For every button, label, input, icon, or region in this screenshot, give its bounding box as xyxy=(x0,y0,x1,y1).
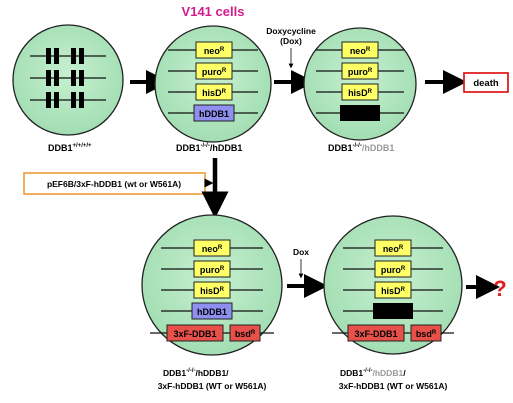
ddb1-allele-group xyxy=(46,48,84,108)
svg-text:3xF-DDB1: 3xF-DDB1 xyxy=(354,329,397,339)
svg-text:hisDR: hisDR xyxy=(381,286,406,296)
doxycycline-label: Doxycycline xyxy=(266,26,316,36)
flag-ddb1-gene-box: 3xF-DDB1 xyxy=(166,324,224,342)
his-gene-box: hisDR xyxy=(341,83,379,101)
bsd-gene-box: bsdR xyxy=(410,324,442,342)
svg-text:hisDR: hisDR xyxy=(202,88,227,98)
neo-gene-box: neoR xyxy=(341,41,379,59)
rescue-label-line2: 3xF-hDDB1 (WT or W561A) xyxy=(158,381,267,391)
his-gene-box: hisDR xyxy=(193,281,231,299)
dox-abbrev-label: (Dox) xyxy=(280,36,302,46)
deleted-hddb1-box xyxy=(340,105,380,121)
his-gene-box: hisDR xyxy=(195,83,233,101)
death-outcome-box: death xyxy=(463,72,509,93)
puro-gene-box: puroR xyxy=(341,62,379,80)
svg-text:puroR: puroR xyxy=(348,67,373,77)
neo-gene-box: neoR xyxy=(195,41,233,59)
rescue-dox-label-line2: 3xF-hDDB1 (WT or W561A) xyxy=(339,381,448,391)
puro-gene-box: puroR xyxy=(195,62,233,80)
wild-type-cell xyxy=(12,24,124,136)
svg-text:hDDB1: hDDB1 xyxy=(199,109,229,119)
svg-text:3xF-DDB1: 3xF-DDB1 xyxy=(173,329,216,339)
bsd-gene-box: bsdR xyxy=(229,324,261,342)
svg-text:pEF6B/3xF-hDDB1 (wt or W561A): pEF6B/3xF-hDDB1 (wt or W561A) xyxy=(47,179,181,189)
neo-gene-box: neoR xyxy=(374,239,412,257)
svg-text:hisDR: hisDR xyxy=(200,286,225,296)
svg-text:bsdR: bsdR xyxy=(416,329,437,339)
svg-text:puroR: puroR xyxy=(381,265,406,275)
svg-text:neoR: neoR xyxy=(350,46,371,56)
rescue-dox-cell: neoR puroR hisDR 3xF-DDB1 bsdR xyxy=(323,215,463,355)
svg-text:neoR: neoR xyxy=(202,244,223,254)
his-gene-box: hisDR xyxy=(374,281,412,299)
rescue-label-line1: DDB1-/-/-/hDDB1/ xyxy=(163,368,229,378)
svg-text:bsdR: bsdR xyxy=(235,329,256,339)
rescue-dox-label-line1: DDB1-/-/-/hDDB1/ xyxy=(340,368,406,378)
dox-treated-cell: neoR puroR hisDR xyxy=(303,27,417,141)
unknown-outcome-mark: ? xyxy=(493,276,506,301)
hddb1-gene-box: hDDB1 xyxy=(191,302,233,320)
hddb1-gene-box: hDDB1 xyxy=(193,104,235,122)
flag-ddb1-gene-box: 3xF-DDB1 xyxy=(347,324,405,342)
puro-gene-box: puroR xyxy=(193,260,231,278)
rescue-cell: neoR puroR hisDR hDDB1 3xF-DDB1 bsdR xyxy=(141,214,283,356)
svg-text:neoR: neoR xyxy=(204,46,225,56)
dox-label-bottom: Dox xyxy=(293,247,309,257)
svg-text:hisDR: hisDR xyxy=(348,88,373,98)
v141-cells-title: V141 cells xyxy=(182,4,245,19)
dox-treated-label: DDB1-/-/-/hDDB1 xyxy=(328,143,394,153)
svg-text:puroR: puroR xyxy=(200,265,225,275)
svg-text:death: death xyxy=(473,78,499,89)
svg-text:hDDB1: hDDB1 xyxy=(197,307,227,317)
puro-gene-box: puroR xyxy=(374,260,412,278)
svg-text:neoR: neoR xyxy=(383,244,404,254)
wild-type-label: DDB1+/+/+/+ xyxy=(48,143,92,153)
neo-gene-box: neoR xyxy=(193,239,231,257)
svg-text:puroR: puroR xyxy=(202,67,227,77)
v141-cell: neoR puroR hisDR hDDB1 xyxy=(154,25,272,143)
deleted-hddb1-box xyxy=(373,303,413,319)
chromosome-group xyxy=(30,55,106,101)
v141-label: DDB1-/-/-/hDDB1 xyxy=(176,143,242,153)
transfection-construct-box: pEF6B/3xF-hDDB1 (wt or W561A) xyxy=(23,172,206,195)
